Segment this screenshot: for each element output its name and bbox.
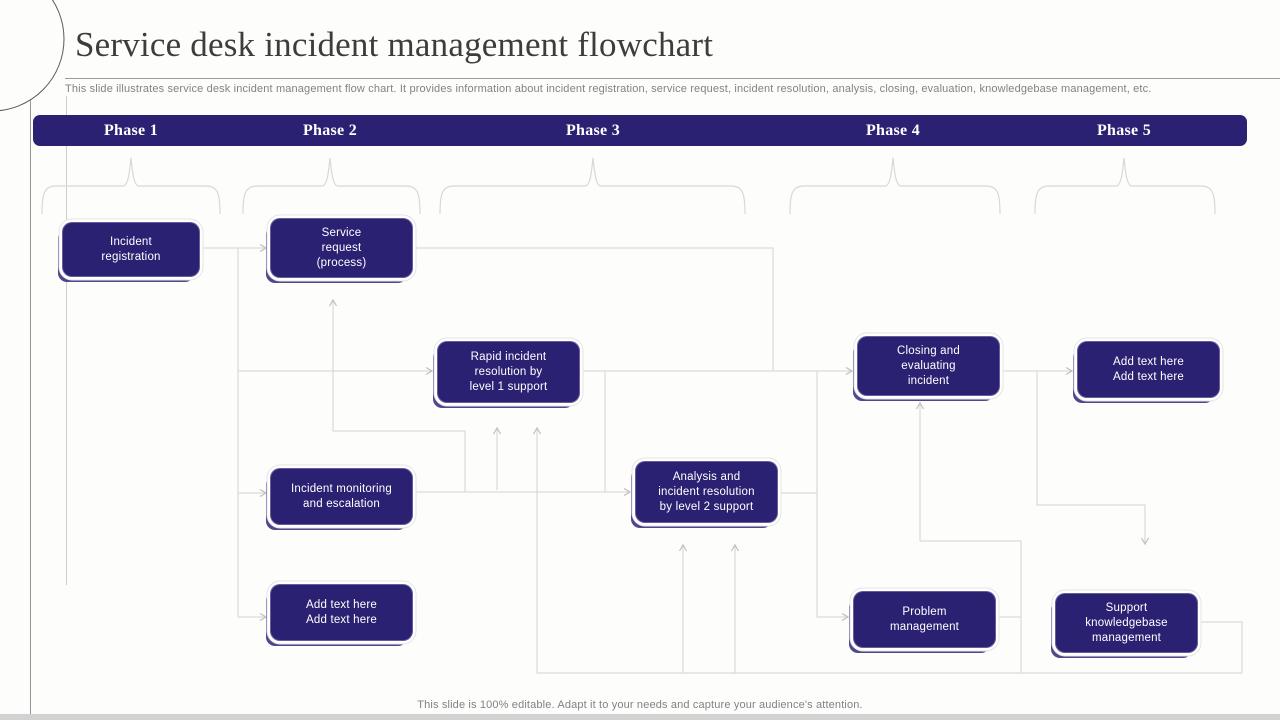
- editable-note: This slide is 100% editable. Adapt it to…: [417, 699, 863, 711]
- phase-5-label: Phase 5: [1096, 122, 1152, 139]
- flow-node-support-knowledgebase[interactable]: Support knowledgebase management: [1055, 593, 1198, 653]
- bottom-edge-strip: [0, 714, 1280, 720]
- flow-node-problem-management[interactable]: Problem management: [853, 591, 996, 648]
- page-title: Service desk incident management flowcha…: [75, 25, 714, 64]
- flow-node-add-text-left[interactable]: Add text here Add text here: [270, 584, 413, 641]
- flow-node-incident-monitoring[interactable]: Incident monitoring and escalation: [270, 468, 413, 525]
- corner-circle-decoration: [0, 0, 65, 112]
- flow-node-rapid-incident-resolution[interactable]: Rapid incident resolution by level 1 sup…: [437, 341, 580, 403]
- phase-banner: [33, 115, 1247, 146]
- connector-lines: [200, 243, 1243, 674]
- flow-node-service-request[interactable]: Service request (process): [270, 218, 413, 278]
- phase-braces: [41, 157, 1216, 215]
- flow-node-incident-registration[interactable]: Incident registration: [62, 222, 200, 277]
- phase-4-label: Phase 4: [865, 122, 921, 139]
- flow-node-add-text-right[interactable]: Add text here Add text here: [1077, 341, 1220, 398]
- flow-node-closing-evaluating[interactable]: Closing and evaluating incident: [857, 336, 1000, 396]
- phase-1-label: Phase 1: [103, 122, 159, 139]
- slide-subtitle: This slide illustrates service desk inci…: [65, 83, 1152, 95]
- flow-node-analysis-resolution[interactable]: Analysis and incident resolution by leve…: [635, 461, 778, 523]
- phase-3-label: Phase 3: [565, 122, 621, 139]
- phase-2-label: Phase 2: [302, 122, 358, 139]
